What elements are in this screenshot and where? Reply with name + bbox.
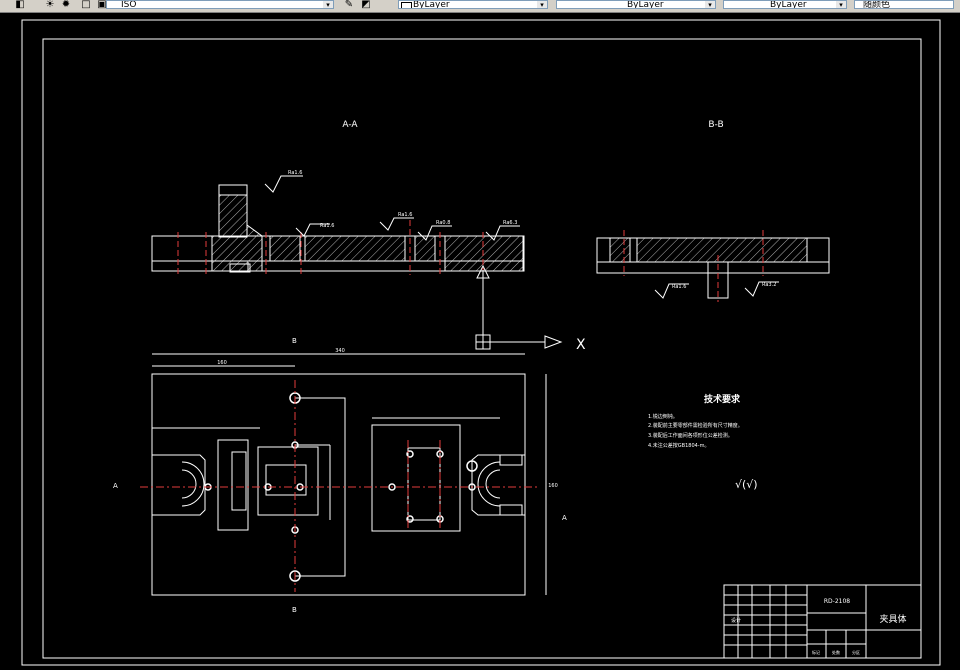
section-bb-title: B-B <box>708 120 723 130</box>
layer-manager-icon[interactable]: ▣ <box>97 0 107 10</box>
section-aa-centerlines <box>177 220 484 275</box>
layer-state-icon[interactable]: ◧ <box>15 0 25 10</box>
chevron-down-icon[interactable]: ▾ <box>323 1 333 8</box>
layer-combo-label: ISO <box>121 0 137 9</box>
section-bb-centerlines <box>623 230 764 302</box>
title-block-title: 夹具体 <box>879 613 906 625</box>
section-aa-title: A-A <box>342 120 358 130</box>
title-block <box>723 584 922 659</box>
tech-item: 3.装配后工作面间各项形位公差检测。 <box>648 432 733 439</box>
lineweight-combo[interactable]: ByLayer ▾ <box>556 0 716 9</box>
roughness-symbols-aa <box>264 175 520 241</box>
tech-requirements-title: 技术要求 <box>704 393 741 405</box>
drawing-number: RD-2108 <box>824 598 850 605</box>
title-block-label: 分区 <box>852 649 860 655</box>
layer-combo[interactable]: ISO ▾ <box>106 0 334 9</box>
plotstyle-combo[interactable]: ByLayer ▾ <box>723 0 847 9</box>
roughness-label: Ra6.3 <box>503 220 517 226</box>
roughness-label: Ra1.6 <box>288 170 302 176</box>
tech-item: 1.锐边倒钝。 <box>648 413 678 420</box>
roughness-label: Ra1.6 <box>398 212 412 218</box>
roughness-label: Ra1.6 <box>320 223 334 229</box>
tech-item: 4.未注公差按GB1804-m。 <box>648 442 709 449</box>
lightbulb-icon[interactable]: ☀ <box>45 0 55 10</box>
dimension-text: 160 <box>548 483 558 489</box>
dimension-text: 160 <box>217 360 227 366</box>
section-mark-a: A <box>562 514 567 522</box>
section-bb-view <box>596 237 830 299</box>
sun-icon[interactable]: ✹ <box>61 0 71 10</box>
color-swatch <box>401 2 412 8</box>
inner-frame <box>42 38 922 659</box>
ucs-icon <box>475 264 563 350</box>
layer-previous-icon[interactable]: ◩ <box>361 0 371 10</box>
section-mark-b: B <box>292 606 297 614</box>
lock-icon[interactable]: □ <box>81 0 91 10</box>
plotstyle-combo-label: ByLayer <box>770 0 807 9</box>
plan-view <box>151 353 547 596</box>
title-block-label: 设计 <box>731 617 741 624</box>
color-combo-label: 随颜色 <box>863 0 891 9</box>
linetype-combo[interactable]: ByLayer ▾ <box>398 0 548 9</box>
roughness-label: Ra0.8 <box>436 220 450 226</box>
color-combo[interactable]: 随颜色 <box>854 0 954 9</box>
plan-view-centerlines <box>140 380 540 592</box>
drawing-canvas[interactable]: A-A B-B Ra1.6 Ra1.6 Ra1.6 Ra0.8 Ra6.3 <box>0 12 960 670</box>
dimension-text: 340 <box>335 348 345 354</box>
section-aa-view <box>151 184 525 273</box>
make-current-icon[interactable]: ✎ <box>344 0 354 10</box>
outer-frame <box>21 19 941 666</box>
tech-item: 2.装配前主要零部件需检验所有尺寸精度。 <box>648 422 743 429</box>
roughness-note: √(√) <box>735 478 758 491</box>
title-block-label: 处数 <box>832 649 840 655</box>
section-mark-b: B <box>292 337 297 345</box>
title-block-label: 标记 <box>812 649 820 655</box>
roughness-label: Ra3.2 <box>762 282 776 288</box>
linetype-combo-label: ByLayer <box>413 0 450 9</box>
cad-toolbar: ◧ ☀ ✹ □ ▣ ISO ▾ ✎ ◩ ByLayer ▾ ByLayer ▾ … <box>0 0 960 13</box>
chevron-down-icon[interactable]: ▾ <box>537 1 547 8</box>
roughness-label: Ra1.6 <box>672 284 686 290</box>
chevron-down-icon[interactable]: ▾ <box>836 1 846 8</box>
chevron-down-icon[interactable]: ▾ <box>705 1 715 8</box>
ucs-x-label: X <box>576 337 586 353</box>
lineweight-combo-label: ByLayer <box>627 0 664 9</box>
section-mark-a: A <box>113 482 118 490</box>
